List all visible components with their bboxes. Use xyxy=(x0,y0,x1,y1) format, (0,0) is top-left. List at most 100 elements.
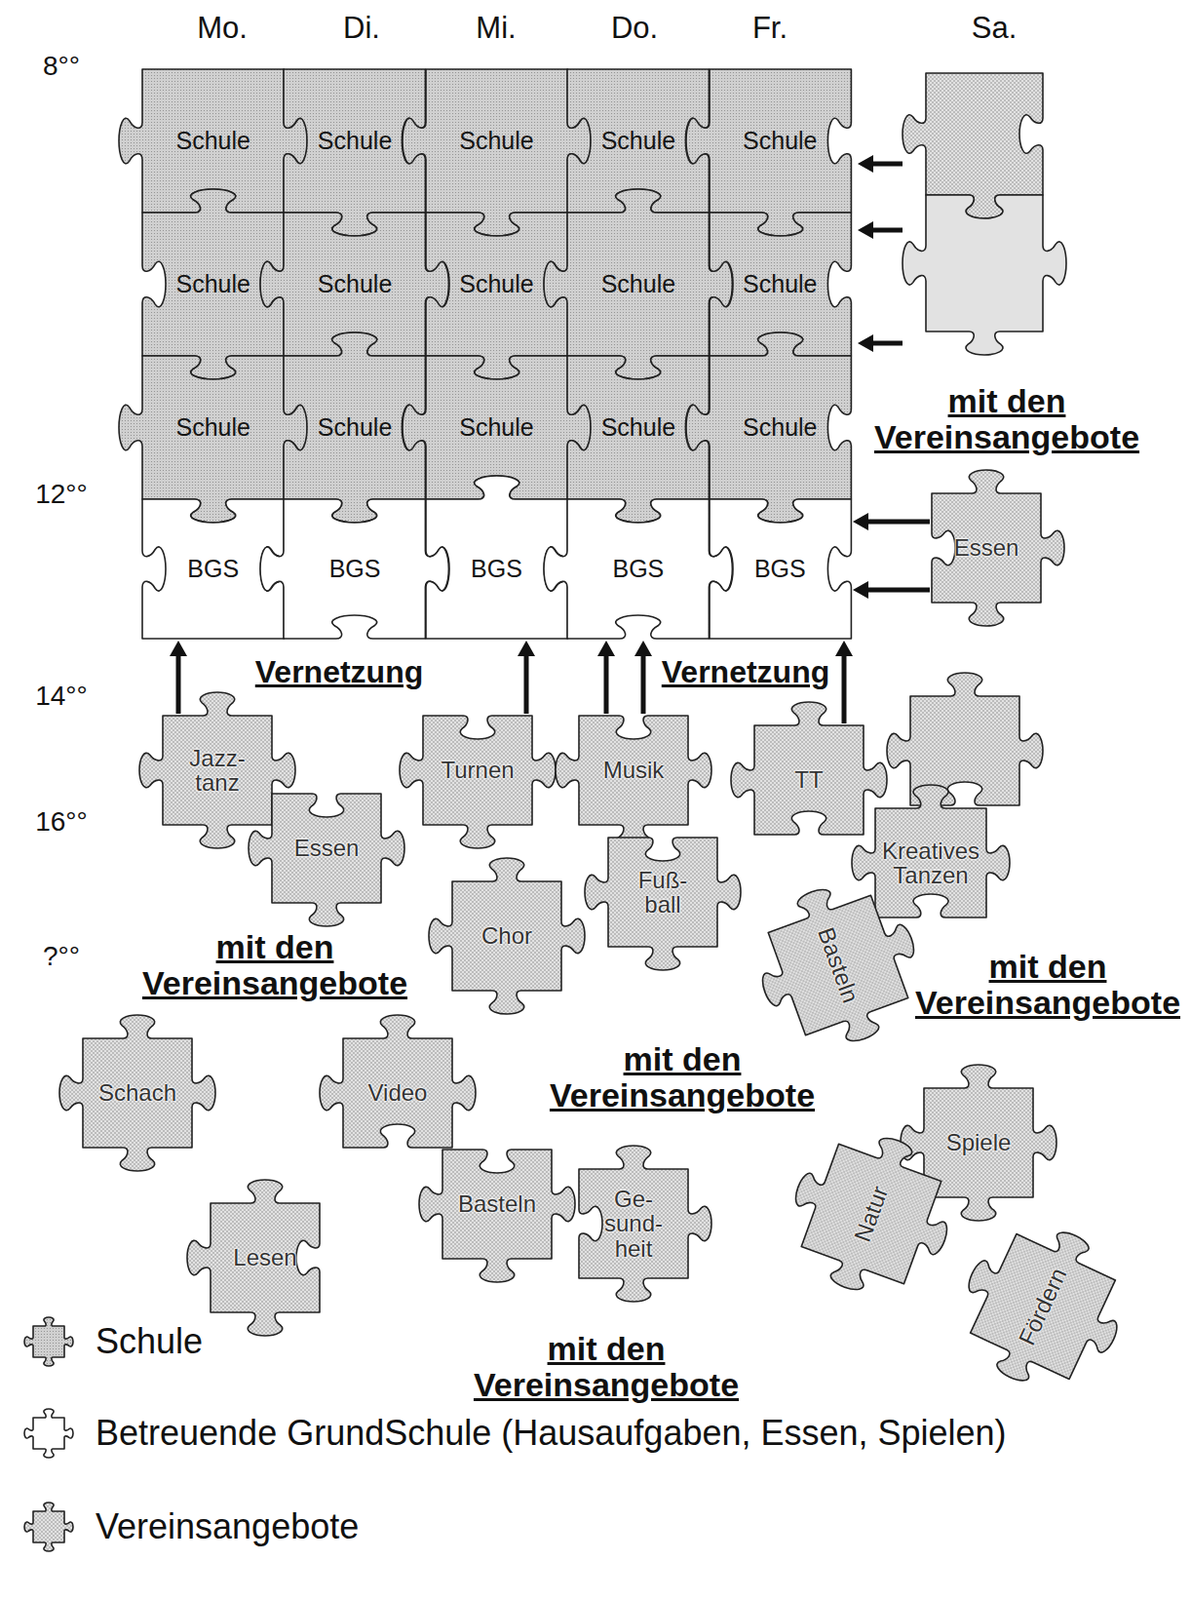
piece-fill xyxy=(686,69,851,236)
piece-label: BGS xyxy=(754,555,807,581)
connector-arrow-shaft xyxy=(524,653,530,714)
piece-label: Ge- sund- heit xyxy=(604,1186,663,1261)
legend-text: Betreuende GrundSchule (Hausaufgaben, Es… xyxy=(95,1413,1007,1453)
swatch-fill xyxy=(24,1408,74,1458)
puzzle-piece: Fuß- ball xyxy=(608,837,718,947)
piece-fill xyxy=(248,793,405,926)
piece-outline xyxy=(730,701,887,835)
piece-label: Video xyxy=(368,1079,428,1105)
piece-outline xyxy=(543,499,732,639)
piece-label: Lesen xyxy=(232,1244,297,1269)
puzzle-piece: Ge- sund- heit xyxy=(578,1168,689,1278)
piece-outline xyxy=(555,715,712,848)
column-header: Mo. xyxy=(196,11,248,45)
connector-arrow-head xyxy=(852,512,869,531)
puzzle-piece: BGS xyxy=(283,499,425,639)
legend-swatch xyxy=(19,1311,78,1371)
connector-arrow-head xyxy=(517,640,536,656)
puzzle-piece: Schule xyxy=(425,69,568,213)
note-label: mit den Vereinsangebote xyxy=(536,1040,829,1115)
puzzle-piece: Kreatives Tanzen xyxy=(875,807,987,918)
time-label: ?°° xyxy=(42,941,80,972)
piece-fill xyxy=(543,499,732,639)
puzzle-piece: Schule xyxy=(567,212,709,356)
piece-label: Schule xyxy=(317,414,392,440)
piece-label: TT xyxy=(794,767,823,792)
piece-outline xyxy=(851,784,1010,918)
arrow-symbol xyxy=(857,334,903,352)
connector-arrow xyxy=(852,580,930,599)
piece-outline xyxy=(187,1179,320,1336)
swatch-outline xyxy=(24,1408,74,1458)
piece-fill xyxy=(187,1179,320,1336)
piece-fill xyxy=(578,1145,712,1302)
piece-outline xyxy=(419,1149,576,1282)
time-label: 14°° xyxy=(35,681,88,712)
puzzle-piece: Basteln xyxy=(768,894,909,1036)
piece-label: Schule xyxy=(459,270,534,297)
connector-arrow xyxy=(852,512,930,531)
piece-outline xyxy=(709,499,851,639)
piece-fill xyxy=(851,784,1010,918)
connector-arrow-shaft xyxy=(604,653,610,714)
piece-label: Essen xyxy=(294,835,360,860)
swatch-outline xyxy=(24,1501,74,1551)
piece-outline xyxy=(59,1014,216,1171)
connector-arrow-head xyxy=(169,640,188,656)
piece-fill xyxy=(260,499,449,639)
connector-arrow-shaft xyxy=(641,653,647,714)
piece-outline xyxy=(260,499,449,639)
piece-label: Jazz- tanz xyxy=(189,745,245,795)
connector-arrow-head xyxy=(634,640,653,656)
connector-arrow-head xyxy=(852,580,869,599)
arrow-symbol-head xyxy=(857,221,874,239)
puzzle-piece: Natur xyxy=(801,1143,942,1284)
piece-label: Schule xyxy=(175,414,250,440)
piece-fill xyxy=(399,715,556,848)
piece-label: Schule xyxy=(742,127,817,154)
connector-arrow-shaft xyxy=(866,519,930,525)
piece-label: Schule xyxy=(742,414,817,440)
puzzle-piece: BGS xyxy=(567,499,709,639)
piece-fill xyxy=(59,1014,216,1171)
puzzle-piece: Schach xyxy=(82,1037,193,1148)
piece-fill xyxy=(939,1202,1148,1411)
puzzle-piece: Schule xyxy=(709,355,851,500)
connector-arrow xyxy=(517,640,536,714)
puzzle-piece: Lesen xyxy=(210,1202,320,1312)
piece-label: Schule xyxy=(459,127,534,154)
piece-outline xyxy=(578,1145,712,1302)
piece-label: Musik xyxy=(603,757,665,782)
piece-outline xyxy=(428,857,585,1014)
piece-label: Schach xyxy=(98,1079,177,1105)
undefined-fill xyxy=(902,194,1067,355)
piece-outline xyxy=(402,69,591,236)
piece-outline xyxy=(248,793,405,926)
connector-arrow xyxy=(634,640,653,714)
arrow-symbol-shaft xyxy=(871,341,903,346)
note-label: mit den Vereinsangebote xyxy=(906,948,1190,1022)
piece-label: Schule xyxy=(459,414,534,440)
arrow-symbol-shaft xyxy=(871,228,903,233)
puzzle-piece: Schule xyxy=(709,69,851,213)
piece-outline xyxy=(737,864,938,1065)
piece-label: Schule xyxy=(317,270,392,297)
puzzle-piece: Fördern xyxy=(970,1233,1116,1380)
piece-outline xyxy=(543,189,732,380)
column-header: Do. xyxy=(611,11,658,45)
puzzle-piece: Essen xyxy=(271,793,382,903)
arrow-symbol-head xyxy=(857,154,874,173)
puzzle-piece: Jazz- tanz xyxy=(162,715,272,825)
piece-outline xyxy=(686,332,851,523)
piece-label: Chor xyxy=(481,922,533,948)
undefined-outline xyxy=(902,194,1067,355)
piece-label: Schule xyxy=(601,414,676,440)
time-label: 8°° xyxy=(42,51,80,82)
time-label: 16°° xyxy=(35,806,88,838)
piece-label: Schule xyxy=(317,127,392,154)
piece-label: Schule xyxy=(601,270,676,297)
piece-fill xyxy=(319,1014,476,1148)
piece-fill xyxy=(543,189,732,380)
connector-arrow-shaft xyxy=(842,653,847,724)
